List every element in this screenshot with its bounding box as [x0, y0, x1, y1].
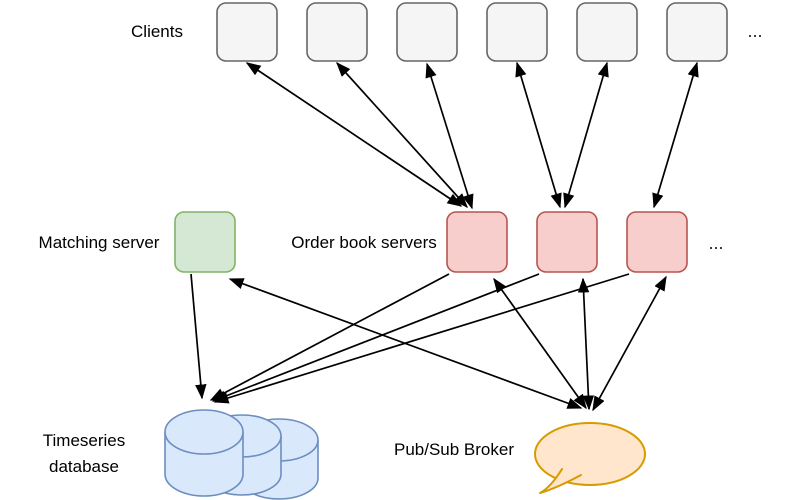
timeseries-database: [164, 409, 319, 500]
arrow-client2-obs1: [337, 63, 467, 207]
arrow-client6-obs3: [654, 63, 697, 207]
client-box-2: [306, 2, 368, 62]
arrow-obs3-broker: [592, 277, 667, 410]
order-book-server-boxes: [446, 211, 688, 273]
timeseries-database-label-line2: database: [49, 457, 119, 476]
arrow-obs3-db: [215, 273, 630, 402]
arrow-client5-obs2: [565, 63, 607, 207]
db-cylinder-1-top: [164, 409, 244, 455]
pubsub-broker: [534, 422, 646, 494]
arrow-client3-obs1: [427, 64, 472, 208]
db-arrows: [190, 273, 630, 402]
client-box-4: [486, 2, 548, 62]
arrow-matching-broker: [230, 278, 581, 409]
client-box-6: [666, 2, 728, 62]
matching-server-label: Matching server: [39, 233, 160, 252]
order-book-server-box-1: [446, 211, 508, 273]
order-book-servers-label: Order book servers: [291, 233, 437, 252]
client-box-3: [396, 2, 458, 62]
clients-label: Clients: [131, 22, 183, 41]
clients-ellipsis: ...: [747, 21, 762, 41]
pubsub-broker-tail: [539, 468, 582, 494]
client-obs-arrows: [247, 63, 697, 208]
broker-arrows: [230, 277, 667, 410]
client-box-5: [576, 2, 638, 62]
arrow-obs1-broker: [494, 279, 586, 408]
timeseries-database-label-line1: Timeseries: [43, 431, 126, 450]
client-boxes: [216, 2, 728, 62]
order-book-server-box-2: [536, 211, 598, 273]
matching-server-box: [174, 211, 236, 273]
pubsub-broker-label: Pub/Sub Broker: [394, 440, 514, 459]
arrow-matching-db: [190, 273, 202, 398]
pubsub-broker-bubble: [534, 422, 646, 486]
arrow-client1-obs1: [247, 63, 461, 206]
order-book-ellipsis: ...: [708, 233, 723, 253]
arrow-obs2-broker: [583, 279, 589, 409]
order-book-server-box-3: [626, 211, 688, 273]
arrow-client4-obs2: [517, 63, 560, 207]
client-box-1: [216, 2, 278, 62]
arrow-obs1-db: [211, 273, 450, 401]
arrow-obs2-db: [213, 273, 540, 402]
